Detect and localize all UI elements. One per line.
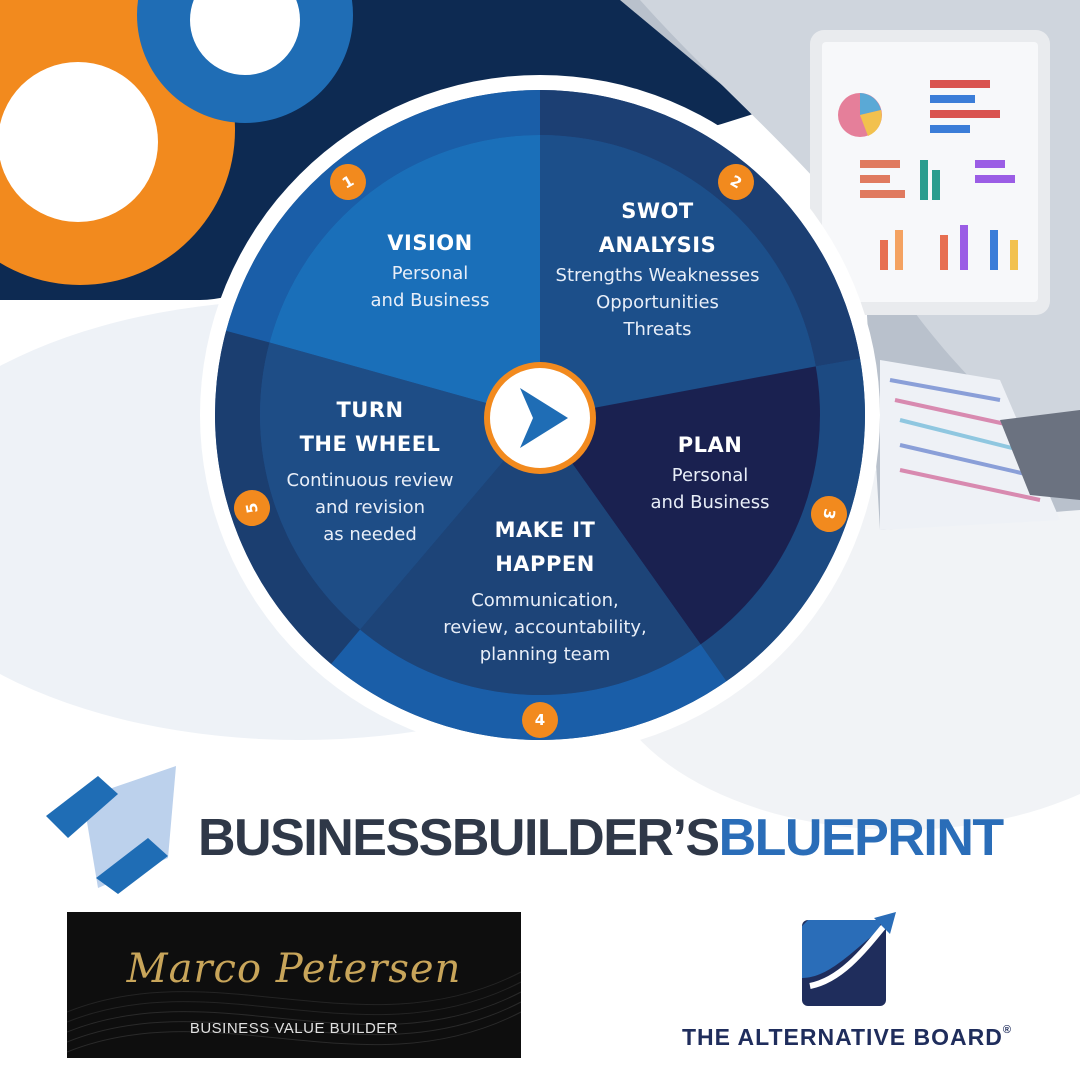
segment-subtitle: and revision	[314, 497, 426, 518]
marco-subtitle: BUSINESS VALUE BUILDER	[189, 1020, 399, 1037]
marco-petersen-badge: Marco Petersen BUSINESS VALUE BUILDER	[67, 912, 521, 1058]
chevron-right-icon	[520, 388, 568, 448]
segment-subtitle: planning team	[479, 644, 611, 665]
segment-turn-the-wheel	[260, 342, 540, 630]
tab-logo-icon	[802, 912, 896, 1006]
segment-title: VISION	[387, 231, 473, 255]
segment-title: HAPPEN	[495, 552, 595, 576]
segment-vision	[269, 135, 540, 418]
segment-title: THE WHEEL	[299, 432, 441, 456]
segment-title: TURN	[336, 398, 404, 422]
step-number: 3	[819, 507, 839, 521]
segment-subtitle: Continuous review	[286, 470, 454, 491]
segment-subtitle: and Business	[370, 290, 490, 311]
segment-subtitle: Opportunities	[596, 292, 719, 313]
segment-subtitle: and Business	[650, 492, 770, 513]
segment-plan	[540, 366, 820, 645]
segment-subtitle: Communication,	[471, 590, 619, 611]
segment-subtitle: Strengths Weaknesses	[555, 265, 760, 286]
segment-subtitle: Personal	[391, 263, 469, 284]
segment-subtitle: Personal	[671, 465, 749, 486]
segment-subtitle: Threats	[623, 319, 692, 340]
segment-plan-text: PLAN Personal and Business	[615, 428, 805, 516]
step-badge-4: 4	[522, 702, 558, 738]
segment-turn-the-wheel-text: TURN THE WHEEL Continuous review and rev…	[270, 393, 470, 548]
segment-swot-text: SWOT ANALYSIS Strengths Weaknesses Oppor…	[540, 194, 775, 343]
line-texture-decoration	[67, 971, 521, 1053]
brand-title-part2: BLUEPRINT	[718, 809, 1005, 867]
segment-title: MAKE IT	[494, 518, 596, 542]
segment-make-it-happen-text: MAKE IT HAPPEN Communication, review, ac…	[420, 513, 670, 668]
step-number: 5	[242, 501, 262, 515]
brand-title: BUSINESSBUILDER’SBLUEPRINT	[198, 809, 1005, 867]
step-number: 2	[726, 171, 746, 193]
segment-subtitle: review, accountability,	[443, 617, 647, 638]
segment-vision-text: VISION Personal and Business	[330, 226, 530, 314]
segment-title: ANALYSIS	[598, 233, 717, 257]
segment-title: PLAN	[677, 433, 743, 457]
segment-swot-analysis	[540, 135, 816, 418]
tab-name-text: THE ALTERNATIVE BOARD	[682, 1024, 1003, 1050]
step-number: 4	[534, 711, 546, 729]
registered-mark: ®	[1002, 1024, 1012, 1036]
signature-logo: Marco Petersen	[126, 946, 462, 992]
segment-make-it-happen	[360, 418, 701, 696]
shirt-photo	[880, 360, 1080, 530]
segment-subtitle: as needed	[323, 524, 417, 545]
brand-title-part1: BUSINESSBUILDER’S	[198, 809, 720, 867]
outer-ring-sectors	[215, 90, 865, 740]
tab-brand-name: THE ALTERNATIVE BOARD®	[682, 1024, 1012, 1051]
tablet-photo	[810, 30, 1050, 315]
segment-title: SWOT	[621, 199, 694, 223]
house-arrow-logo-icon	[46, 766, 176, 894]
step-number: 1	[338, 171, 358, 193]
